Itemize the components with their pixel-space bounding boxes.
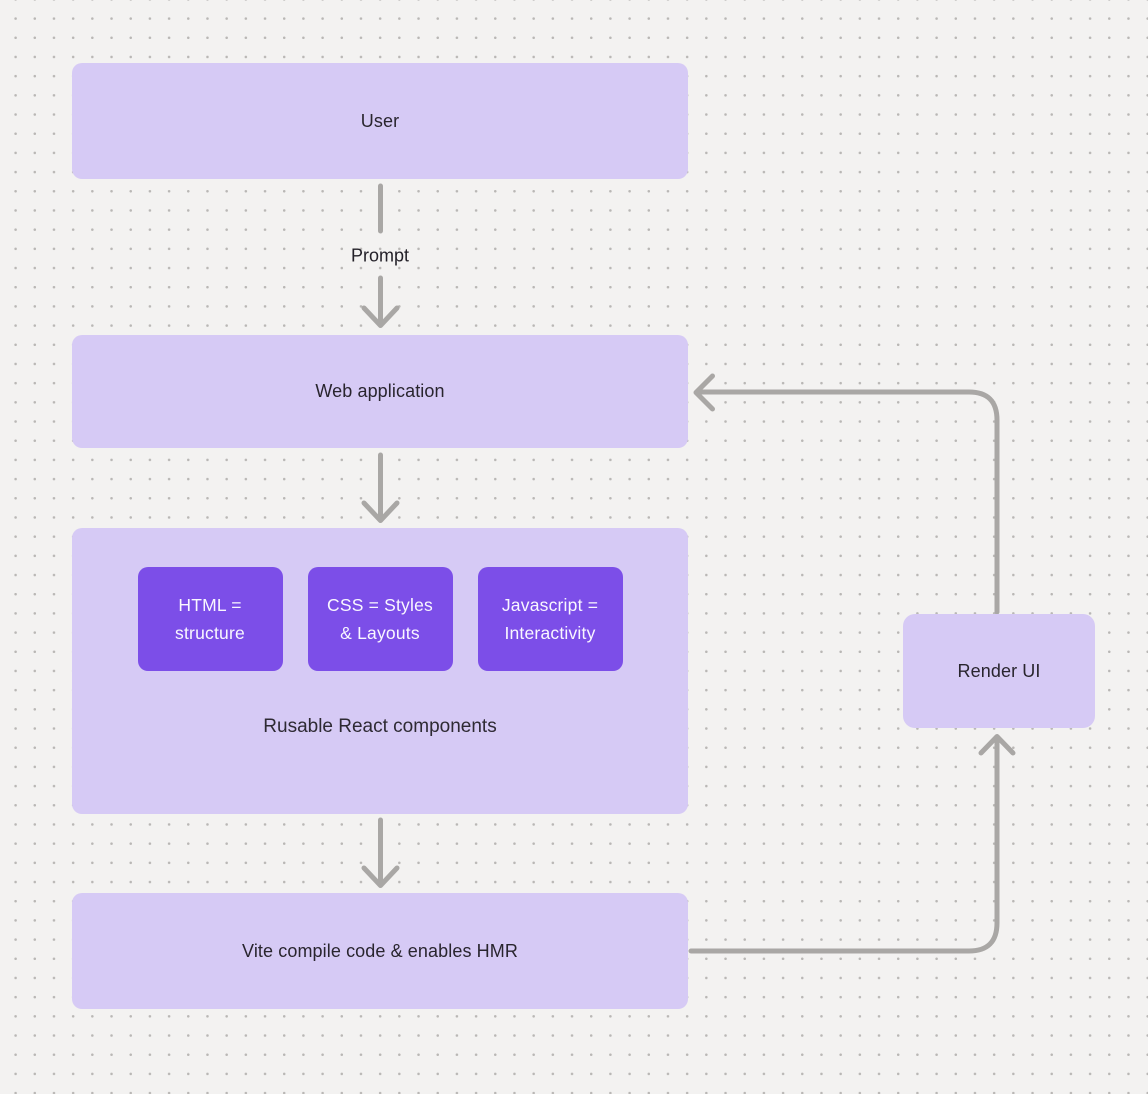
edge-vite-to-renderui <box>688 734 1016 954</box>
edge-vite-to-renderui-line <box>688 738 1000 954</box>
edge-prompt-label: Prompt <box>350 245 410 266</box>
edge-renderui-to-webapp-arrowhead <box>693 373 715 412</box>
chip-css[interactable]: CSS = Styles & Layouts <box>307 567 453 671</box>
chip-html-line-2: structure <box>175 623 245 643</box>
components-chip-row: HTML = structure CSS = Styles & Layouts … <box>137 567 623 671</box>
edge-user-to-webapp <box>361 183 400 328</box>
node-web-application-label: Web application <box>315 381 445 401</box>
node-vite-label: Vite compile code & enables HMR <box>242 940 518 961</box>
edge-webapp-to-components-arrowhead <box>361 500 400 523</box>
edge-vite-to-renderui-arrowhead <box>978 734 1016 756</box>
edge-user-to-webapp-arrowhead <box>361 305 400 328</box>
chip-javascript[interactable]: Javascript = Interactivity <box>477 567 623 671</box>
node-render-ui-label: Render UI <box>957 660 1041 681</box>
node-vite[interactable]: Vite compile code & enables HMR <box>72 893 688 1009</box>
chip-html-line-1: HTML = <box>178 595 242 615</box>
chip-css-line-2: & Layouts <box>340 623 420 643</box>
node-render-ui[interactable]: Render UI <box>903 614 1095 728</box>
chip-css-line-1: CSS = Styles <box>327 595 433 615</box>
chip-javascript-line-1: Javascript = <box>501 595 599 615</box>
edge-components-to-vite-arrowhead <box>361 865 400 888</box>
edge-renderui-to-webapp-line <box>698 389 1000 615</box>
components-caption: Rusable React components <box>263 716 497 737</box>
edge-components-to-vite <box>361 817 400 888</box>
node-user-label: User <box>360 110 400 131</box>
edge-webapp-to-components <box>361 452 400 523</box>
edge-renderui-to-webapp <box>693 373 1000 615</box>
node-web-application[interactable]: Web application <box>72 335 688 448</box>
chip-html[interactable]: HTML = structure <box>137 567 283 671</box>
chip-javascript-line-2: Interactivity <box>504 623 596 643</box>
node-user[interactable]: User <box>72 63 688 179</box>
node-components-group[interactable]: HTML = structure CSS = Styles & Layouts … <box>72 528 688 814</box>
